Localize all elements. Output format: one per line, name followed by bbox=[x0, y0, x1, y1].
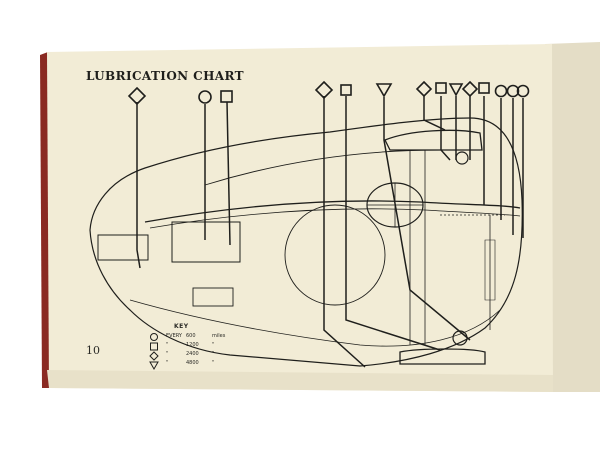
battery-box bbox=[192, 287, 234, 307]
square-icon bbox=[435, 82, 447, 94]
square-icon bbox=[340, 84, 352, 96]
leader-lines bbox=[136, 96, 524, 368]
square-icon bbox=[478, 82, 490, 94]
lubrication-symbols bbox=[127, 80, 530, 106]
diamond-icon bbox=[149, 351, 159, 361]
driveshaft-lower bbox=[149, 208, 521, 229]
key-unit: " bbox=[212, 342, 215, 348]
control-cable bbox=[204, 149, 441, 186]
leader-5 bbox=[345, 96, 441, 351]
key-frequency: EVERY bbox=[166, 333, 182, 339]
key-symbols bbox=[149, 333, 159, 371]
circle-icon bbox=[506, 84, 520, 98]
leader-6 bbox=[383, 97, 471, 341]
leader-7 bbox=[423, 96, 446, 131]
key-row: EVERY 600 miles bbox=[150, 332, 260, 341]
diamond-icon bbox=[415, 80, 433, 98]
circle-icon bbox=[198, 90, 212, 104]
page-surface bbox=[47, 44, 553, 392]
diamond-icon bbox=[461, 80, 479, 98]
circle-icon bbox=[494, 84, 508, 98]
page-number: 10 bbox=[86, 344, 100, 357]
key-title: KEY bbox=[174, 323, 189, 330]
leader-8 bbox=[440, 96, 451, 161]
front-wheel bbox=[284, 204, 386, 306]
key-miles: 2400 bbox=[186, 351, 199, 357]
circle-icon bbox=[516, 84, 530, 98]
leader-3 bbox=[226, 101, 231, 246]
leader-4 bbox=[323, 96, 366, 368]
circle-icon bbox=[150, 333, 158, 341]
diamond-icon bbox=[314, 80, 334, 100]
square-icon bbox=[220, 90, 233, 103]
key-miles: 1200 bbox=[186, 342, 199, 348]
right-page-edge bbox=[545, 42, 600, 392]
key-frequency: " bbox=[166, 351, 169, 357]
engine-block bbox=[97, 234, 149, 261]
key-frequency: " bbox=[166, 342, 169, 348]
car-body-outline bbox=[89, 117, 523, 367]
page-shadow bbox=[47, 370, 553, 392]
triangle-icon bbox=[375, 83, 393, 98]
key-row: " 2400 " bbox=[150, 350, 260, 359]
key-unit: " bbox=[212, 351, 215, 357]
triangle-icon bbox=[149, 361, 159, 371]
spring-unit bbox=[484, 239, 496, 301]
triangle-icon bbox=[448, 83, 464, 97]
driveshaft-upper bbox=[144, 200, 521, 223]
key-miles: 4800 bbox=[186, 360, 199, 366]
key-unit: " bbox=[212, 360, 215, 366]
key-legend: KEY EVERY 600 miles " 1200 " " 2400 " " … bbox=[150, 323, 260, 373]
key-miles: 600 bbox=[186, 333, 196, 339]
square-icon bbox=[150, 342, 158, 351]
key-row: " 1200 " bbox=[150, 341, 260, 350]
diamond-icon bbox=[127, 86, 147, 106]
leader-1 bbox=[136, 102, 141, 269]
transmission-unit bbox=[171, 221, 241, 263]
front-suspension-top bbox=[384, 129, 483, 151]
rear-suspension-bottom bbox=[399, 348, 486, 365]
key-row: " 4800 " bbox=[150, 359, 260, 368]
key-unit: miles bbox=[212, 333, 226, 339]
key-frequency: " bbox=[166, 360, 169, 366]
page-title: LUBRICATION CHART bbox=[86, 69, 245, 83]
